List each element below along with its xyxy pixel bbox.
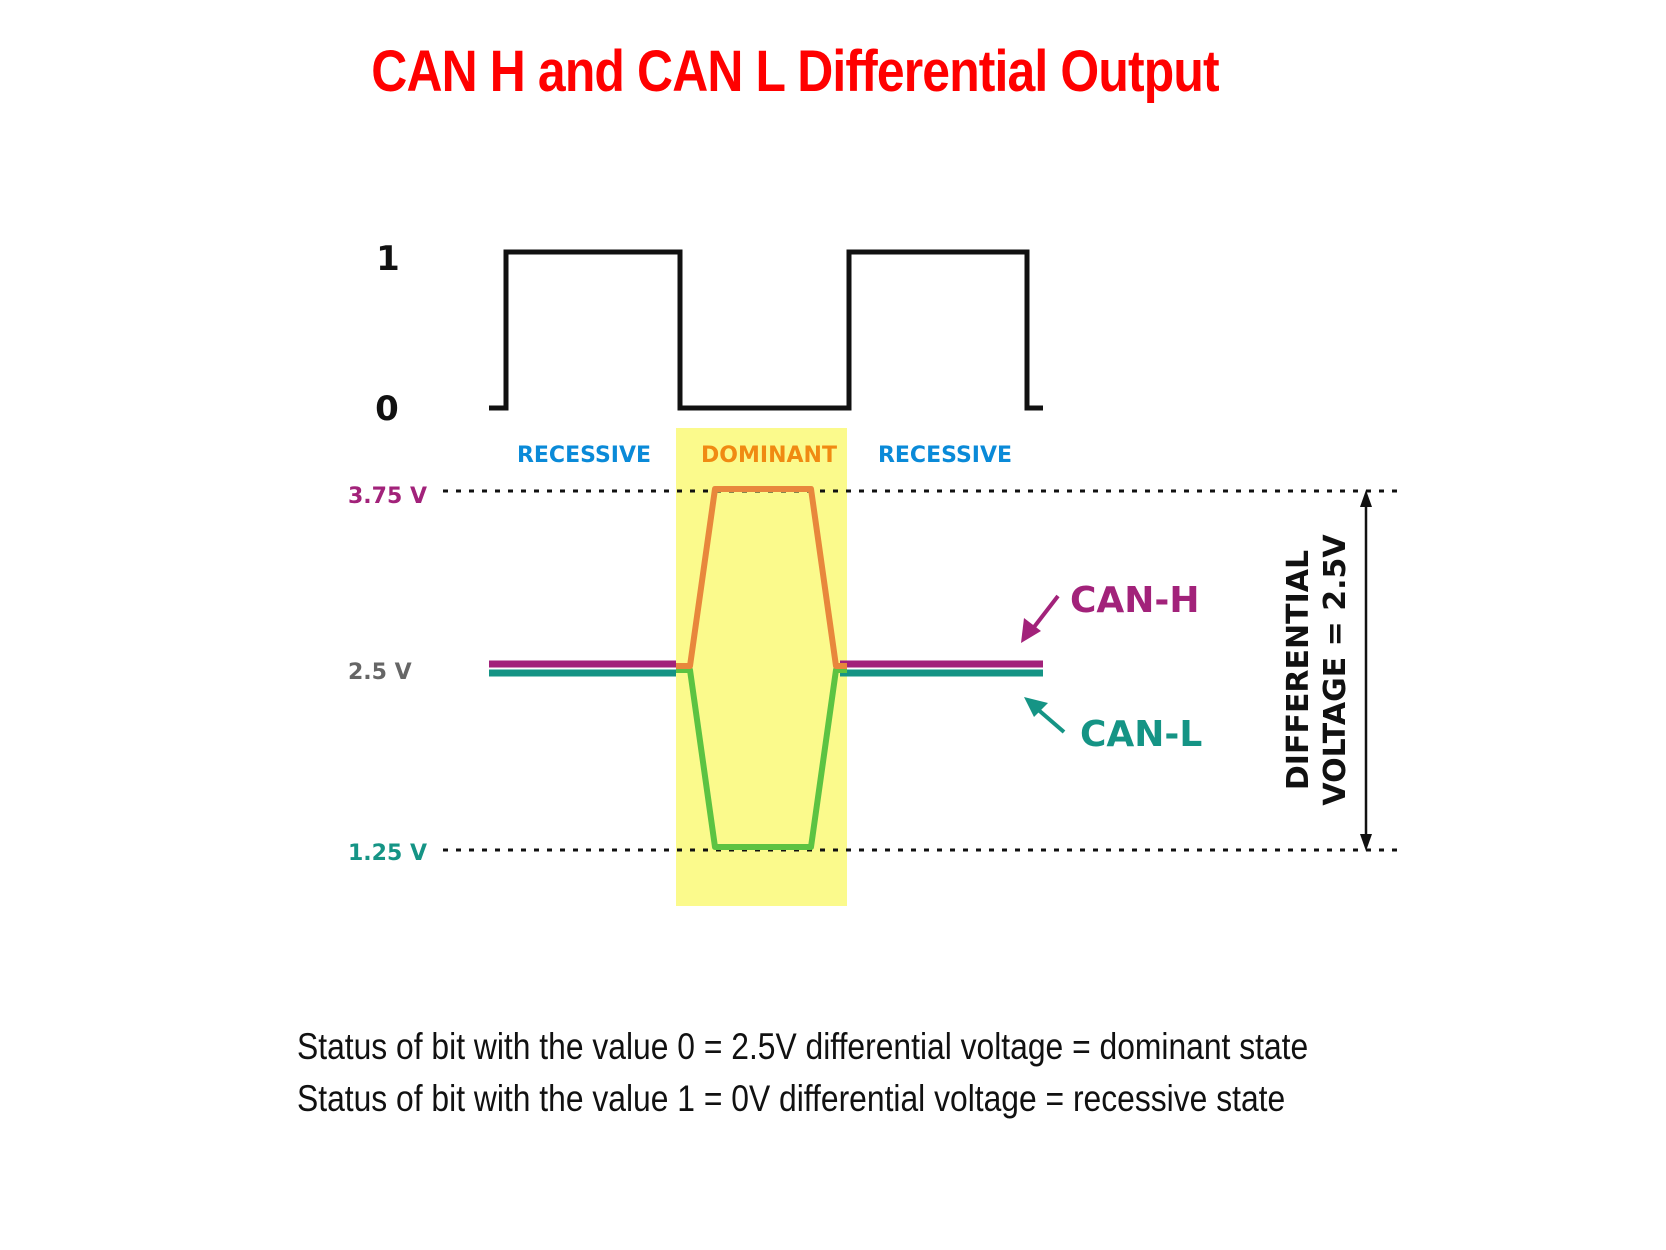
logic-bit-signal (489, 249, 1043, 411)
differential-arrow-up-icon (1360, 490, 1372, 507)
differential-label-line2: VOLTAGE = 2.5V (1318, 534, 1353, 806)
can-h-arrow-icon (1021, 618, 1041, 643)
differential-arrow-down-icon (1360, 834, 1372, 851)
can-l-dominant-trace (676, 667, 847, 850)
can-l-label: CAN-L (1080, 714, 1202, 755)
dominant-state-label: DOMINANT (701, 443, 837, 468)
can-l-arrow-shaft (1033, 705, 1066, 734)
page-title: CAN H and CAN L Differential Output (371, 39, 1219, 104)
differential-label-line1: DIFFERENTIAL (1281, 550, 1316, 790)
dominant-highlight-band (676, 428, 847, 906)
logic-level-1-label: 1 (376, 239, 400, 279)
can-h-label: CAN-H (1070, 580, 1199, 621)
can-h-dominant-trace (676, 486, 847, 669)
voltage-label-1-25v: 1.25 V (348, 841, 427, 866)
recessive-state-label-right: RECESSIVE (878, 443, 1012, 468)
can-l-arrow-icon (1024, 697, 1048, 717)
caption-dominant-state: Status of bit with the value 0 = 2.5V di… (297, 1026, 1309, 1067)
voltage-label-3-75v: 3.75 V (348, 484, 427, 509)
voltage-label-2-5v: 2.5 V (348, 660, 412, 685)
recessive-state-label-left: RECESSIVE (517, 443, 651, 468)
can-h-arrow-shaft (1029, 594, 1060, 633)
caption-recessive-state: Status of bit with the value 1 = 0V diff… (297, 1078, 1286, 1119)
logic-level-0-label: 0 (375, 389, 399, 429)
